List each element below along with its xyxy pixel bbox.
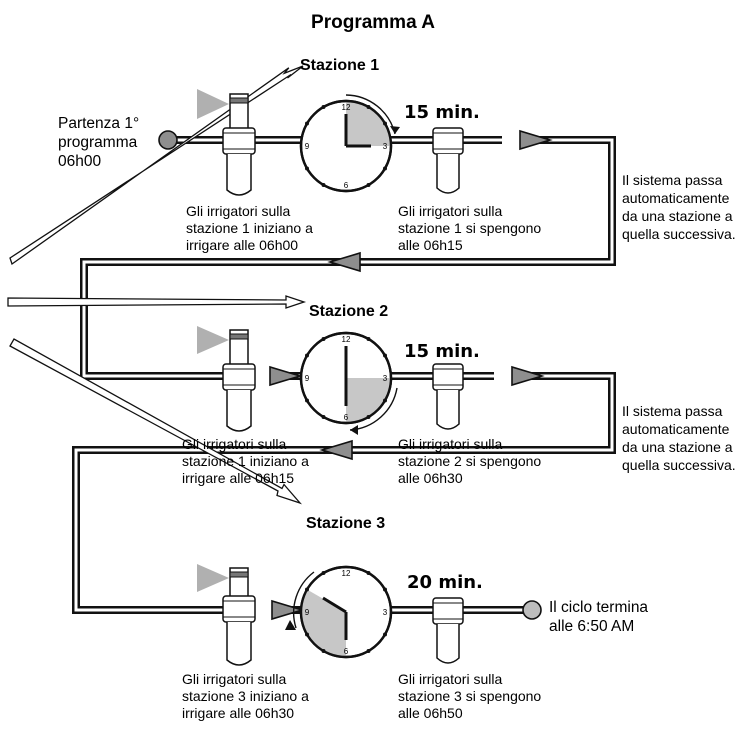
flow-arrow — [321, 440, 353, 460]
duration-label: 20 min. — [407, 572, 483, 593]
duration-label: 15 min. — [404, 341, 480, 362]
flow-arrow — [493, 366, 543, 386]
duration-label: 15 min. — [404, 102, 480, 123]
svg-text:3: 3 — [383, 608, 388, 617]
sprinkler-inactive-icon — [432, 597, 464, 664]
timer-clock-icon: 12 3 6 9 — [299, 331, 398, 435]
svg-text:12: 12 — [342, 569, 351, 578]
flow-arrow — [329, 252, 361, 272]
svg-text:9: 9 — [305, 608, 310, 617]
svg-text:9: 9 — [305, 142, 310, 151]
sprinkler-active-icon — [197, 564, 256, 666]
station-name: Stazione 1 — [300, 57, 379, 74]
start-caption: Gli irrigatori sulla stazione 1 iniziano… — [186, 203, 317, 253]
svg-text:3: 3 — [383, 142, 388, 151]
transition-note-2: Il sistema passa automaticamente da una … — [622, 403, 736, 473]
pointer-arrow-station-3 — [9, 338, 303, 505]
svg-text:6: 6 — [344, 181, 349, 190]
svg-text:6: 6 — [344, 413, 349, 422]
end-node — [522, 600, 542, 620]
timer-clock-icon: 12 3 6 9 — [299, 94, 400, 193]
end-caption: Gli irrigatori sulla stazione 1 si speng… — [398, 203, 545, 253]
start-node — [158, 130, 178, 150]
end-caption: Gli irrigatori sulla stazione 3 si speng… — [398, 671, 545, 721]
diagram-title: Programma A — [311, 12, 435, 33]
station-name: Stazione 3 — [306, 515, 385, 532]
station-1: Stazione 1 12 3 6 9 — [186, 57, 545, 253]
svg-text:3: 3 — [383, 374, 388, 383]
program-start-label: Partenza 1° programma 06h00 — [58, 115, 143, 170]
start-caption: Gli irrigatori sulla stazione 3 iniziano… — [182, 671, 313, 721]
station-3: Stazione 3 12 3 6 9 — [182, 515, 545, 721]
sprinkler-inactive-icon — [432, 127, 464, 194]
svg-text:12: 12 — [342, 103, 351, 112]
start-caption: Gli irrigatori sulla stazione 1 iniziano… — [182, 436, 313, 486]
transition-note-1: Il sistema passa automaticamente da una … — [622, 172, 736, 242]
pointer-arrow-station-2 — [7, 295, 307, 309]
cycle-end-label: Il ciclo termina alle 6:50 AM — [549, 599, 652, 635]
svg-text:12: 12 — [342, 335, 351, 344]
svg-text:6: 6 — [344, 647, 349, 656]
pointer-arrows — [7, 65, 307, 505]
flow-arrow — [501, 130, 551, 150]
pointer-arrow-station-1 — [9, 65, 304, 266]
sprinkler-active-icon — [197, 326, 256, 432]
sprinkler-active-icon — [197, 89, 256, 196]
station-name: Stazione 2 — [309, 303, 388, 320]
sprinkler-inactive-icon — [432, 363, 464, 430]
flow-arrow — [251, 366, 301, 386]
timer-clock-icon: 12 3 6 9 — [285, 565, 393, 659]
svg-text:9: 9 — [305, 374, 310, 383]
end-caption: Gli irrigatori sulla stazione 2 si speng… — [398, 436, 545, 486]
station-2: Stazione 2 12 3 6 9 — [182, 303, 545, 486]
